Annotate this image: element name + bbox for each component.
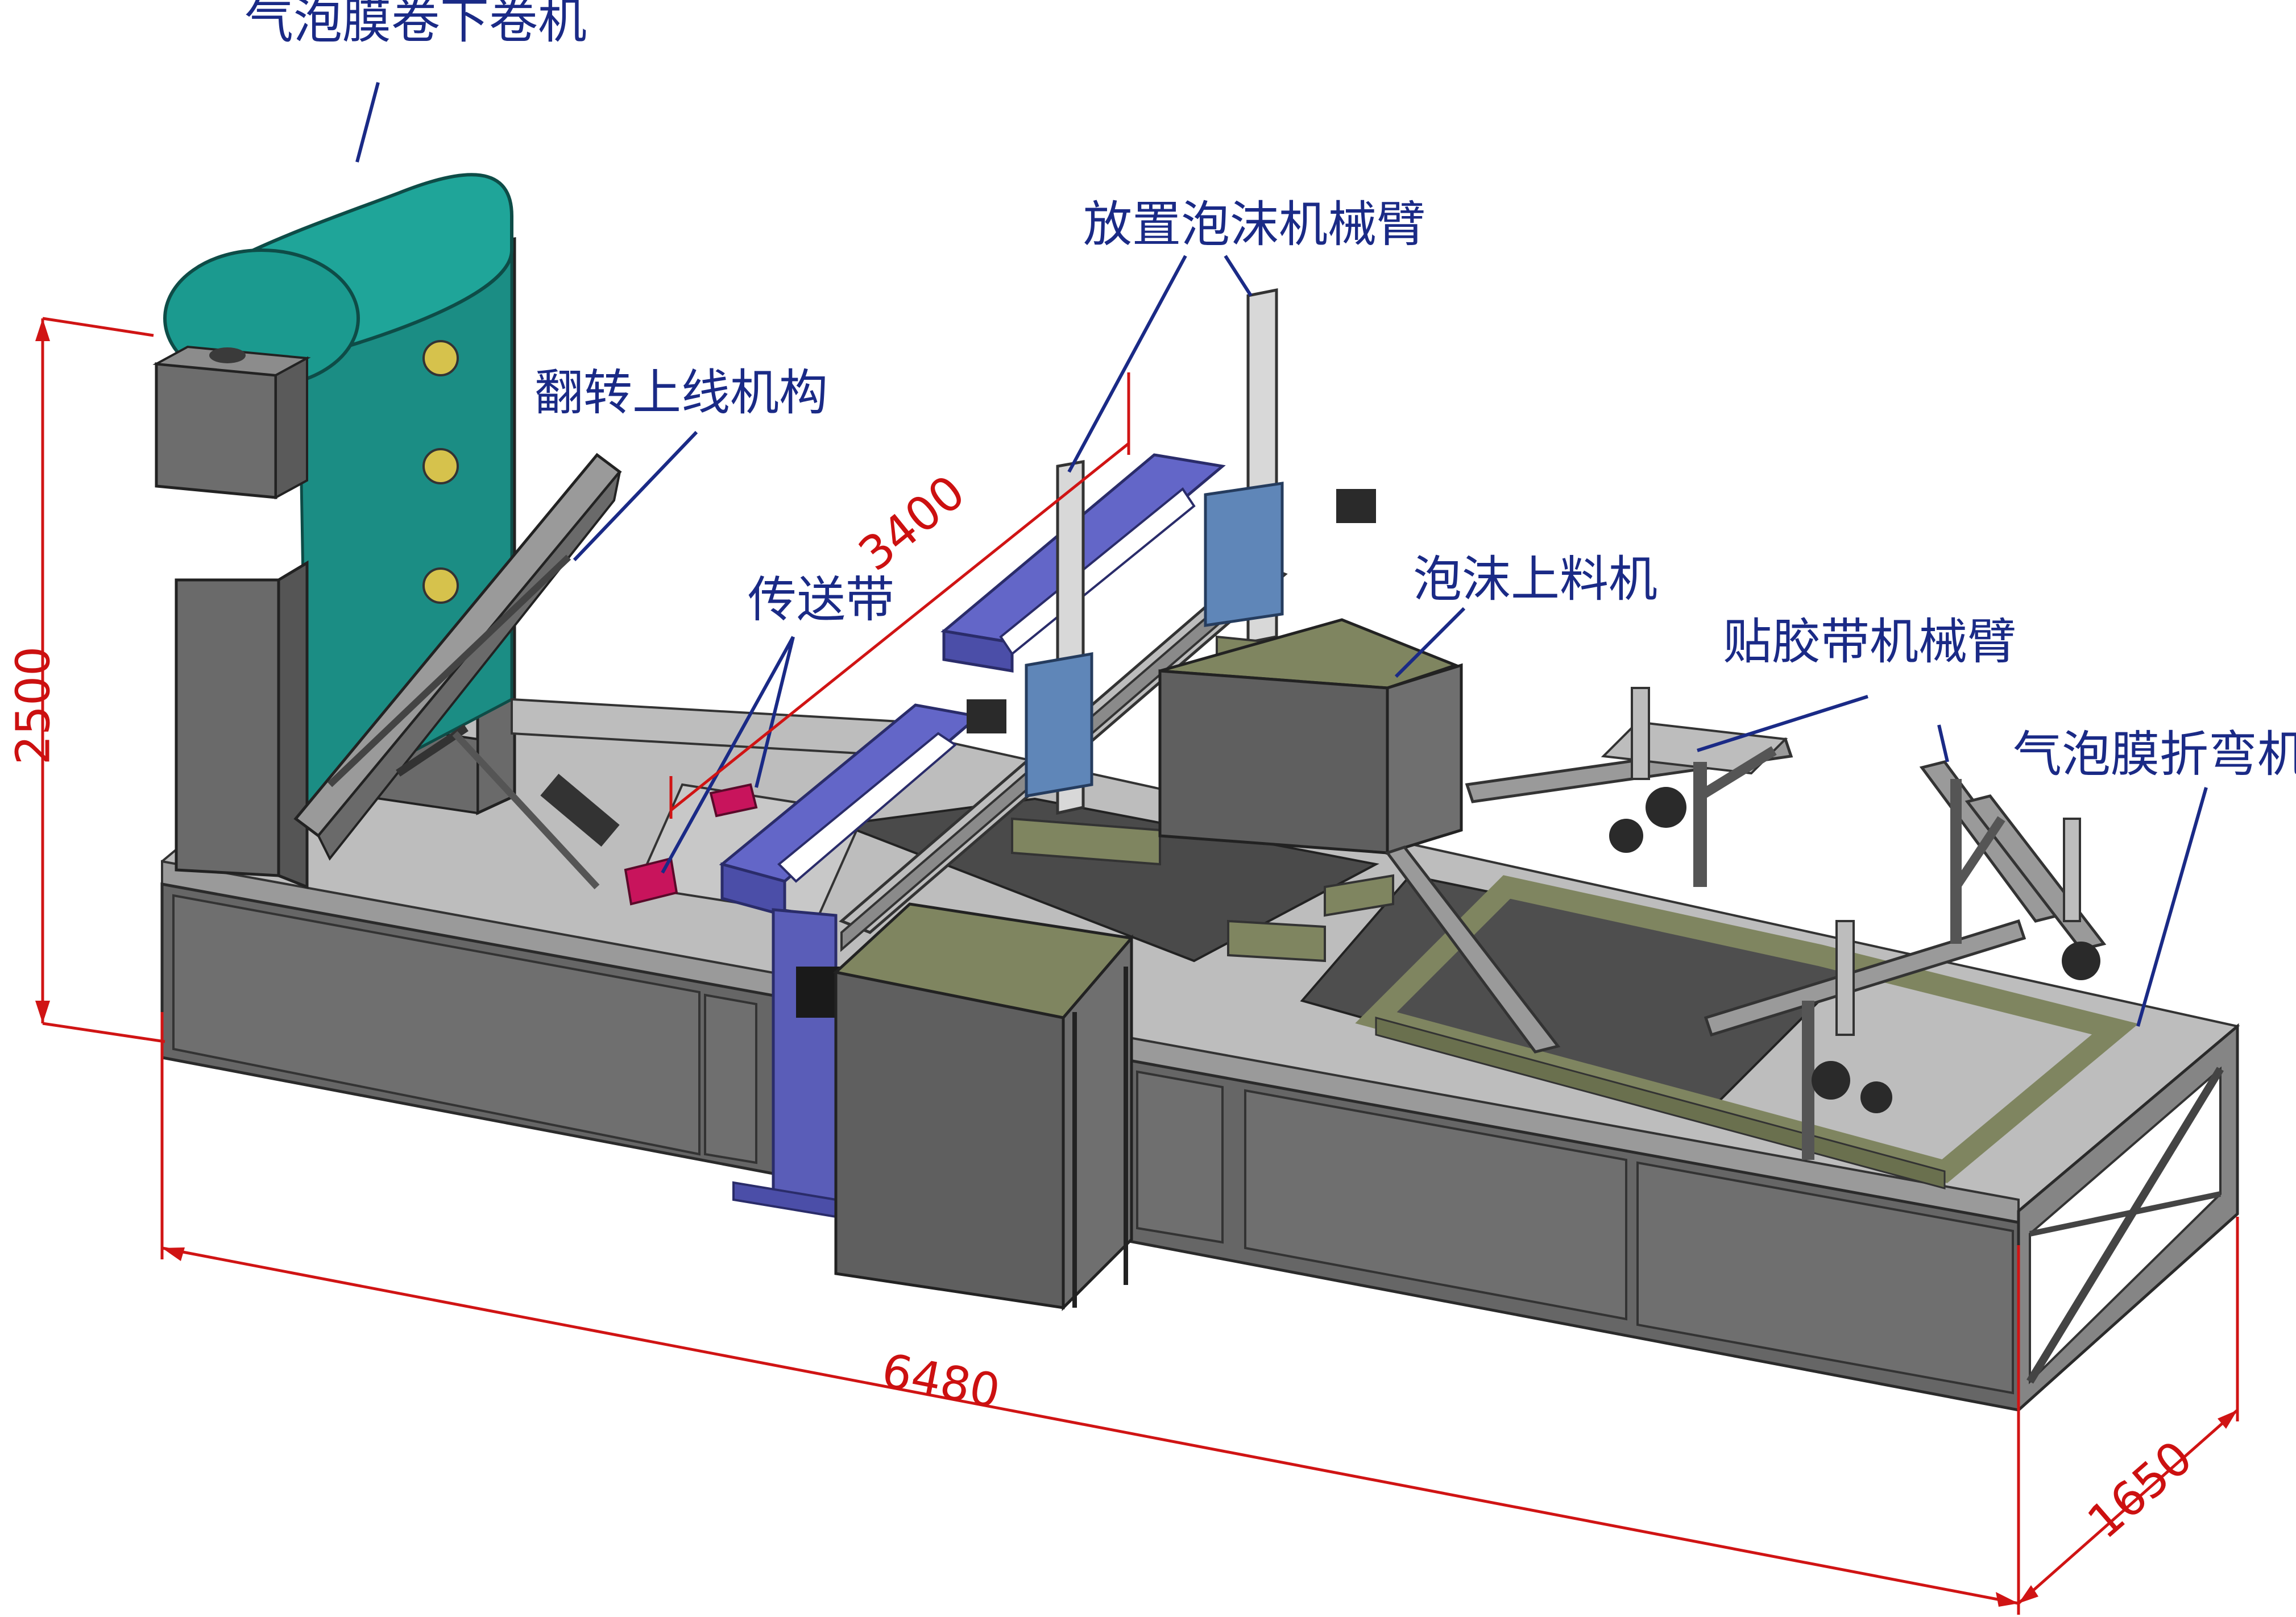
label-foam-loader: 泡沫上料机 <box>1413 551 1657 608</box>
foam-loader <box>1158 618 1463 963</box>
flip-feed-mechanism <box>293 453 911 890</box>
dimension-arrows <box>35 318 2237 1607</box>
label-flip-feed: 翻转上线机构 <box>534 364 828 421</box>
label-roll-unwinder: 气泡膜卷下卷机 <box>244 0 587 49</box>
dimension-height: 2500 <box>6 646 61 765</box>
tape-arm-front <box>1385 845 2026 1160</box>
callout-lines <box>355 82 2208 1027</box>
dimension-lines <box>41 317 2239 1615</box>
folder-machine <box>1919 760 2107 980</box>
foam-arm-gantry <box>719 288 1376 1218</box>
label-foam-arm: 放置泡沫机械臂 <box>1083 196 1425 253</box>
label-conveyor: 传送带 <box>748 571 894 628</box>
roll-unwinder-machine <box>152 173 516 889</box>
foam-loader-front <box>832 902 1134 1312</box>
tape-arm-rear <box>1465 687 1793 887</box>
label-folder: 气泡膜折弯机 <box>2013 726 2296 783</box>
label-tape-arm: 贴胶带机械臂 <box>1723 613 2016 670</box>
